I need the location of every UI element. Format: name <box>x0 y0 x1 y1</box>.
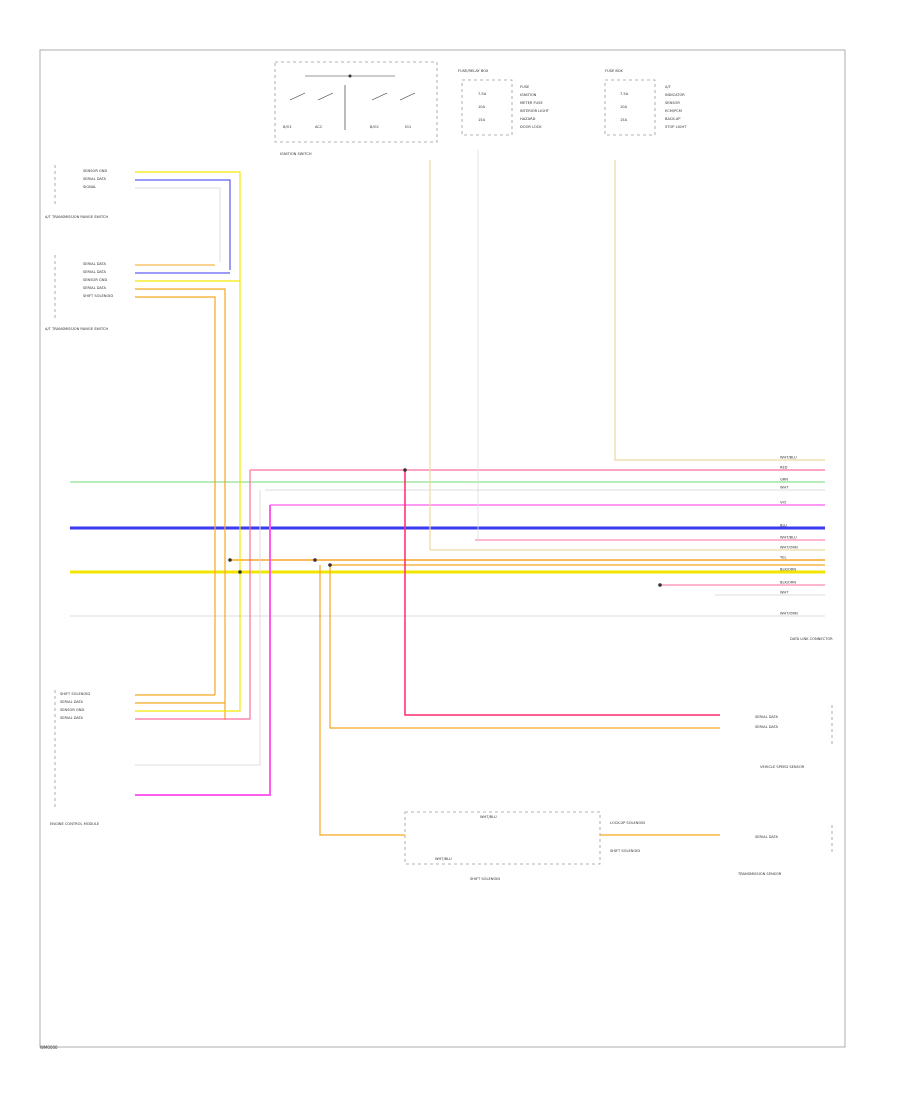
wire-ecm-wht <box>135 490 261 766</box>
splice-dot <box>658 583 662 587</box>
wire-layer <box>70 85 825 836</box>
diagram-frame <box>39 49 846 1048</box>
svg-text:B/O1: B/O1 <box>283 125 292 129</box>
fuse-box-2: FUSE BOX 7.5A 10A 15A A/T INDICATOR SENS… <box>604 69 687 136</box>
ecm-connector: ENGINE CONTROL MODULE SHIFT SOLENOID SER… <box>50 690 100 826</box>
data-link-pin-label: BLK/ORN <box>780 581 796 585</box>
wire-tcm-orn2 <box>135 288 226 720</box>
svg-text:SERIAL DATA: SERIAL DATA <box>60 716 84 720</box>
svg-text:DATA LINK CONNECTOR: DATA LINK CONNECTOR <box>790 637 833 641</box>
data-link-pin-label: YEL <box>780 556 786 560</box>
data-link-pin-label: VIO <box>780 501 787 505</box>
data-link-pin-label: RED <box>780 466 788 470</box>
data-link-labels: WHT/BLU RED GRN WHT VIO BLU WHT/BLU WHT/ORN YEL B… <box>780 456 798 616</box>
svg-text:ENGINE CONTROL MODULE: ENGINE CONTROL MODULE <box>50 822 100 826</box>
transmission-sensor: TRANSMISSION SENSOR SERIAL DATA <box>737 825 833 876</box>
svg-text:STOP LIGHT: STOP LIGHT <box>665 125 687 129</box>
wire-ecm-yel <box>135 572 241 712</box>
svg-text:DOOR LOCK: DOOR LOCK <box>520 125 542 129</box>
wire-range-blu <box>135 179 231 270</box>
svg-text:SENSOR GND: SENSOR GND <box>83 169 107 173</box>
svg-text:15A: 15A <box>620 118 628 122</box>
svg-text:SENSOR GND: SENSOR GND <box>60 708 84 712</box>
svg-text:BACK-UP: BACK-UP <box>665 117 681 121</box>
fuse-box-1: FUSE/RELAY BOX 7.5A 10A 15A FUSE IGNITIO… <box>458 69 550 136</box>
wire-ecm-vio <box>135 505 271 796</box>
svg-text:SHIFT SOLENOID: SHIFT SOLENOID <box>610 849 640 853</box>
svg-text:SERIAL DATA: SERIAL DATA <box>60 700 84 704</box>
svg-text:SERIAL DATA: SERIAL DATA <box>83 286 107 290</box>
svg-text:A/T TRANSMISSION RANGE SWITCH: A/T TRANSMISSION RANGE SWITCH <box>45 215 109 219</box>
svg-text:TRANSMISSION SENSOR: TRANSMISSION SENSOR <box>737 872 782 876</box>
wire-sol-orn <box>319 565 405 836</box>
svg-text:SENSOR: SENSOR <box>665 101 680 105</box>
svg-text:HAZARD: HAZARD <box>520 117 536 121</box>
data-link-pin-label: BLU <box>780 524 787 528</box>
svg-text:FUSE BOX: FUSE BOX <box>605 69 623 73</box>
svg-text:INTERIOR LIGHT: INTERIOR LIGHT <box>520 109 550 113</box>
svg-text:WHT/BLU: WHT/BLU <box>435 857 452 861</box>
data-link-pin-label: WHT <box>780 591 789 595</box>
svg-text:SIGNAL: SIGNAL <box>83 185 96 189</box>
svg-text:SHIFT SOLENOID: SHIFT SOLENOID <box>83 294 113 298</box>
wire-tan-fuse2 <box>614 160 825 461</box>
ignition-switch: IGNITION SWITCH B/O1 ACC B/O2 IG1 <box>274 61 438 156</box>
data-link-connector: DATA LINK CONNECTOR <box>790 637 833 641</box>
tcm-connector: A/T TRANSMISSION RANGE SWITCH SERIAL DAT… <box>45 255 113 331</box>
wire-vss-orn <box>329 565 720 729</box>
wire-range-yel <box>135 171 241 575</box>
svg-text:SERIAL DATA: SERIAL DATA <box>83 270 107 274</box>
svg-text:7.5A: 7.5A <box>478 92 487 96</box>
wire-tcm-orn3 <box>135 296 216 695</box>
svg-text:IG1: IG1 <box>405 125 411 129</box>
svg-text:10A: 10A <box>620 105 628 109</box>
svg-text:METER FUSE: METER FUSE <box>520 101 543 105</box>
svg-text:SERIAL DATA: SERIAL DATA <box>755 835 779 839</box>
splice-dot <box>228 558 232 562</box>
svg-text:FUSE: FUSE <box>520 85 530 89</box>
svg-text:FUSE/RELAY BOX: FUSE/RELAY BOX <box>458 69 489 73</box>
svg-text:A/T TRANSMISSION RANGE SWITCH: A/T TRANSMISSION RANGE SWITCH <box>45 327 109 331</box>
splice-dot <box>313 558 317 562</box>
splice-dot <box>238 570 242 574</box>
data-link-pin-label: WHT/ORN <box>780 612 798 616</box>
svg-text:15A: 15A <box>478 118 486 122</box>
svg-text:WHT/BLU: WHT/BLU <box>480 815 497 819</box>
svg-text:SHIFT SOLENOID: SHIFT SOLENOID <box>60 692 90 696</box>
wire-ecm-pnk <box>135 470 251 720</box>
svg-text:ACC: ACC <box>315 125 323 129</box>
svg-text:VEHICLE SPEED SENSOR: VEHICLE SPEED SENSOR <box>760 765 805 769</box>
svg-text:IGNITION: IGNITION <box>520 93 537 97</box>
wire-range-wht <box>135 187 221 262</box>
solenoid-pack: SHIFT SOLENOID WHT/BLU WHT/BLU LOCK-UP S… <box>404 811 645 881</box>
data-link-pin-label: GRN <box>780 478 788 482</box>
data-link-pin-label: WHT/ORN <box>780 546 798 550</box>
svg-text:SENSOR GND: SENSOR GND <box>83 278 107 282</box>
svg-text:SERIAL DATA: SERIAL DATA <box>755 715 779 719</box>
svg-text:SERIAL DATA: SERIAL DATA <box>83 177 107 181</box>
svg-text:A/T: A/T <box>665 85 672 89</box>
data-link-pin-label: WHT/BLU <box>780 536 797 540</box>
splice-dot <box>328 563 332 567</box>
svg-text:ECM/PCM: ECM/PCM <box>665 109 682 113</box>
ignition-switch-name: IGNITION SWITCH <box>280 152 312 156</box>
svg-text:SHIFT SOLENOID: SHIFT SOLENOID <box>470 877 500 881</box>
svg-text:INDICATOR: INDICATOR <box>665 93 685 97</box>
svg-text:7.5A: 7.5A <box>620 92 629 96</box>
splice-dot <box>403 468 407 472</box>
vehicle-speed-sensor: VEHICLE SPEED SENSOR SERIAL DATA SERIAL … <box>755 705 833 769</box>
footer-code: WM0000 <box>40 1045 58 1050</box>
trans-range-switch: A/T TRANSMISSION RANGE SWITCH SENSOR GND… <box>45 165 109 219</box>
data-link-pin-label: WHT/BLU <box>780 456 797 460</box>
svg-text:SERIAL DATA: SERIAL DATA <box>83 262 107 266</box>
svg-text:B/O2: B/O2 <box>370 125 379 129</box>
data-link-pin-label: WHT <box>780 486 789 490</box>
svg-text:10A: 10A <box>478 105 486 109</box>
svg-text:SERIAL DATA: SERIAL DATA <box>755 725 779 729</box>
data-link-pin-label: BLK/ORN <box>780 568 796 572</box>
wire-vss-red <box>404 470 720 716</box>
svg-text:LOCK-UP SOLENOID: LOCK-UP SOLENOID <box>610 821 645 825</box>
